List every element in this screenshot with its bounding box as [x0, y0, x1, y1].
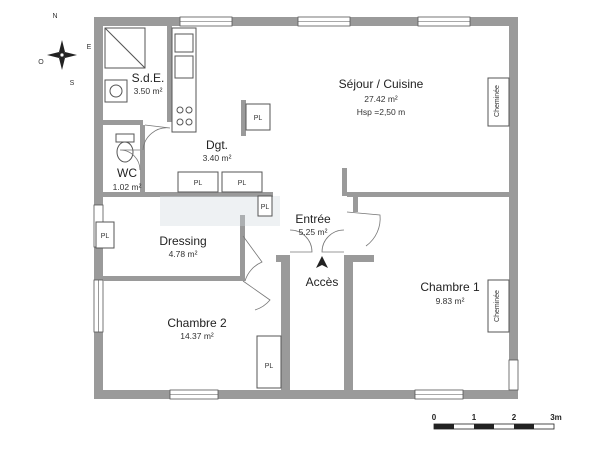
room-name-chambre2: Chambre 2	[167, 316, 227, 330]
compass-e-label: E	[87, 44, 92, 51]
access-label: Accès	[306, 275, 339, 289]
room-area-chambre1: 9.83 m²	[436, 296, 465, 306]
room-name-entree: Entrée	[295, 212, 331, 226]
pl-label-dgt-1: PL	[194, 180, 203, 187]
interior-partitions	[103, 26, 509, 281]
room-name-chambre1: Chambre 1	[420, 280, 480, 294]
room-name-sejour: Séjour / Cuisine	[339, 77, 424, 91]
pl-label-entree: PL	[261, 204, 270, 211]
scale-tick-0: 0	[432, 413, 437, 422]
scale-tick-2: 2	[512, 413, 517, 422]
compass-n-label: N	[52, 13, 57, 20]
scale-tick-3m: 3m	[550, 413, 562, 422]
entrance-arrow-icon	[316, 256, 328, 268]
scale-bar	[433, 423, 555, 430]
room-area-chambre2: 14.37 m²	[180, 331, 214, 341]
room-name-sde: S.d.E.	[132, 71, 165, 85]
room-name-wc: WC	[117, 166, 137, 180]
cheminee-label-sejour: Cheminée	[494, 85, 501, 117]
compass-o-label: O	[38, 59, 44, 66]
room-height-sejour: Hsp =2,50 m	[357, 107, 405, 117]
room-area-entree: 5.25 m²	[299, 227, 328, 237]
doors	[119, 124, 381, 311]
room-area-dgt: 3.40 m²	[203, 153, 232, 163]
room-area-sde: 3.50 m²	[134, 86, 163, 96]
room-area-wc: 1.02 m²	[113, 182, 142, 192]
pl-label-dressing: PL	[101, 233, 110, 240]
scale-tick-1: 1	[472, 413, 477, 422]
pl-label-kitchen: PL	[254, 115, 263, 122]
room-name-dgt: Dgt.	[206, 138, 228, 152]
compass-s-label: S	[70, 80, 75, 87]
room-area-dressing: 4.78 m²	[169, 249, 198, 259]
fixtures	[95, 27, 510, 389]
compass-rose-icon	[47, 40, 77, 70]
pl-label-chambre2: PL	[265, 363, 274, 370]
cheminee-label-chambre1: Cheminée	[494, 290, 501, 322]
room-name-dressing: Dressing	[159, 234, 206, 248]
room-area-sejour: 27.42 m²	[364, 94, 398, 104]
pl-label-dgt-2: PL	[238, 180, 247, 187]
